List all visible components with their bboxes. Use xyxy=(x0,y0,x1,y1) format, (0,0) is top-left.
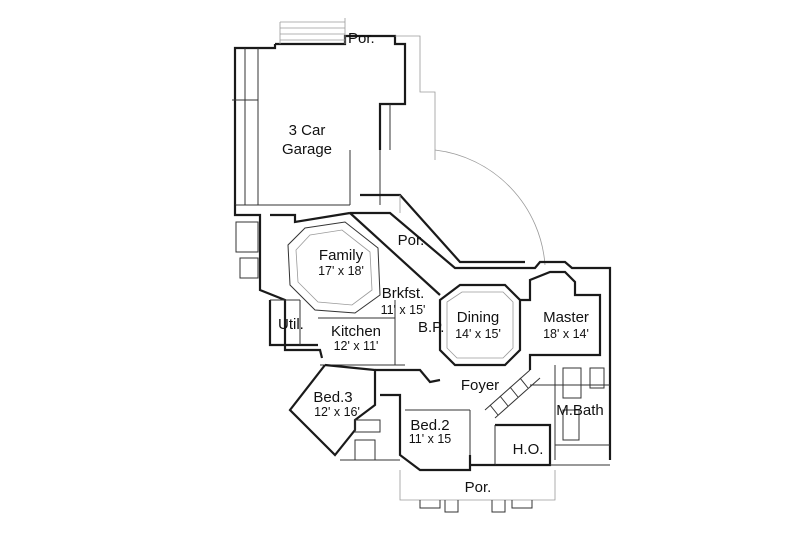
label-family: Family xyxy=(319,247,364,264)
dims-bed2: 11' x 15 xyxy=(409,432,452,446)
label-por-top: Por. xyxy=(348,30,375,47)
label-por-mid: Por. xyxy=(398,232,425,249)
room-labels: Por. 3 Car Garage Por. Family 17' x 18' … xyxy=(278,30,604,496)
front-porch xyxy=(399,470,556,513)
label-garage-line1: 3 Car xyxy=(289,122,326,139)
dims-family: 17' x 18' xyxy=(318,264,364,278)
house-walls xyxy=(233,205,612,472)
dims-dining: 14' x 15' xyxy=(455,327,501,341)
label-brkfst: Brkfst. xyxy=(382,285,425,302)
label-foyer: Foyer xyxy=(461,377,499,394)
label-bed2: Bed.2 xyxy=(410,417,449,434)
label-por-bottom: Por. xyxy=(465,479,492,496)
staircase xyxy=(484,369,541,419)
dims-master: 18' x 14' xyxy=(543,327,589,341)
garage-walls xyxy=(232,18,436,206)
label-kitchen: Kitchen xyxy=(331,323,381,340)
rear-porch-outline xyxy=(350,149,546,270)
label-garage-line2: Garage xyxy=(282,141,332,158)
label-bed3: Bed.3 xyxy=(313,389,352,406)
label-master: Master xyxy=(543,309,589,326)
dims-brkfst: 11' x 15' xyxy=(381,303,426,317)
label-dining: Dining xyxy=(457,309,500,326)
label-util: Util. xyxy=(278,316,304,333)
dims-kitchen: 12' x 11' xyxy=(334,339,379,353)
label-mbath: M.Bath xyxy=(556,402,604,419)
label-bp: B.P. xyxy=(418,319,444,336)
dims-bed3: 12' x 16' xyxy=(314,405,360,419)
label-ho: H.O. xyxy=(513,441,544,458)
